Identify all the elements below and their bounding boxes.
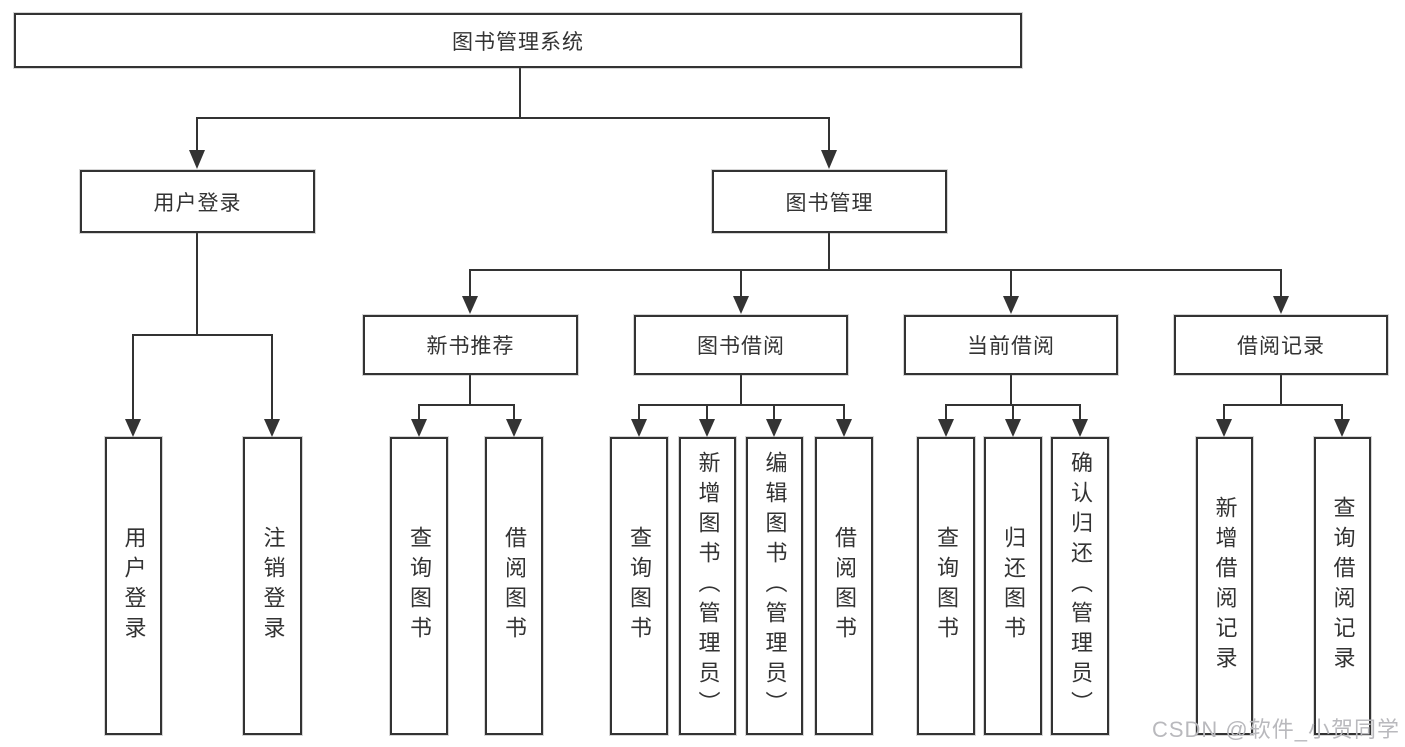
leaf-return-books: 归还图书 — [984, 437, 1042, 735]
leaf-label: 查询借阅记录 — [1330, 496, 1356, 676]
leaf-query-borrow-record: 查询借阅记录 — [1314, 437, 1371, 735]
leaf-label: 借阅图书 — [832, 526, 857, 646]
leaf-borrow-books-recommend: 借阅图书 — [485, 437, 543, 735]
node-book-borrowing: 图书借阅 — [634, 315, 848, 375]
leaf-label: 借阅图书 — [502, 526, 527, 646]
leaf-query-books-borrow: 查询图书 — [610, 437, 668, 735]
leaf-label: 编辑图书（管理员） — [762, 451, 788, 721]
node-label: 当前借阅 — [967, 335, 1055, 358]
leaf-add-borrow-record: 新增借阅记录 — [1196, 437, 1253, 735]
leaf-confirm-return-admin: 确认归还（管理员） — [1051, 437, 1109, 735]
leaf-query-books-recommend: 查询图书 — [390, 437, 448, 735]
node-library-management-system: 图书管理系统 — [14, 13, 1022, 68]
node-new-book-recommendation: 新书推荐 — [363, 315, 578, 375]
node-label: 图书管理系统 — [452, 30, 584, 54]
leaf-label: 新增图书（管理员） — [695, 451, 721, 721]
node-label: 新书推荐 — [426, 335, 515, 358]
leaf-label: 新增借阅记录 — [1212, 496, 1238, 676]
node-label: 用户登录 — [153, 191, 242, 215]
leaf-label: 查询图书 — [627, 526, 652, 646]
leaf-label: 确认归还（管理员） — [1068, 451, 1093, 721]
csdn-watermark: CSDN @软件_小贺同学 — [1151, 717, 1400, 742]
leaf-label: 查询图书 — [934, 526, 959, 646]
leaf-user-login: 用户登录 — [105, 437, 162, 735]
node-book-management: 图书管理 — [712, 170, 947, 233]
leaf-label: 查询图书 — [407, 526, 432, 646]
leaf-borrow-books: 借阅图书 — [815, 437, 873, 735]
leaf-edit-books-admin: 编辑图书（管理员） — [746, 437, 803, 735]
leaf-logout: 注销登录 — [243, 437, 302, 735]
leaf-label: 注销登录 — [260, 526, 286, 646]
node-label: 图书借阅 — [697, 335, 785, 358]
leaf-label: 归还图书 — [1001, 526, 1026, 646]
node-label: 借阅记录 — [1237, 335, 1325, 358]
node-label: 图书管理 — [785, 191, 874, 215]
node-current-borrowing: 当前借阅 — [904, 315, 1118, 375]
leaf-query-books-current: 查询图书 — [917, 437, 975, 735]
node-user-login: 用户登录 — [80, 170, 315, 233]
node-borrowing-records: 借阅记录 — [1174, 315, 1388, 375]
leaf-label: 用户登录 — [121, 526, 147, 646]
leaf-add-books-admin: 新增图书（管理员） — [679, 437, 736, 735]
